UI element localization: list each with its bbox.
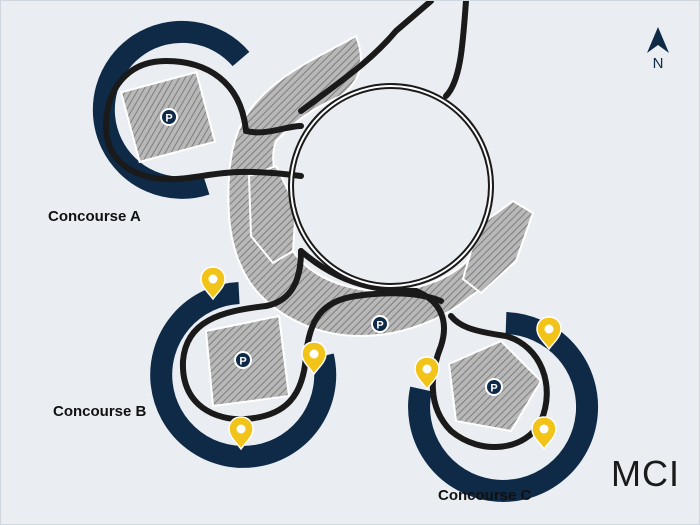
north-label: N — [652, 55, 664, 72]
north-indicator: N — [643, 25, 673, 77]
parking-icon: P — [485, 378, 503, 396]
concourse-c-area — [408, 312, 599, 502]
parking-icon: P — [234, 351, 252, 369]
parking-lot-west — [247, 164, 298, 265]
svg-text:P: P — [165, 113, 172, 125]
parking-icon: P — [160, 108, 178, 126]
concourse-c-label: Concourse C — [438, 487, 532, 504]
road-network-inner — [290, 85, 492, 287]
svg-text:P: P — [239, 356, 246, 368]
parking-lot-east — [461, 199, 535, 295]
parking-icon: P — [371, 315, 389, 333]
map-pin-icon[interactable] — [228, 416, 254, 450]
airport-code: MCI — [611, 453, 680, 494]
svg-text:P: P — [376, 320, 383, 332]
concourse-b-label: Concourse B — [53, 403, 147, 420]
north-arrow-icon — [647, 27, 669, 53]
svg-text:P: P — [490, 383, 497, 395]
concourse-a-label: Concourse A — [48, 208, 141, 225]
map-pin-icon[interactable] — [531, 416, 557, 450]
